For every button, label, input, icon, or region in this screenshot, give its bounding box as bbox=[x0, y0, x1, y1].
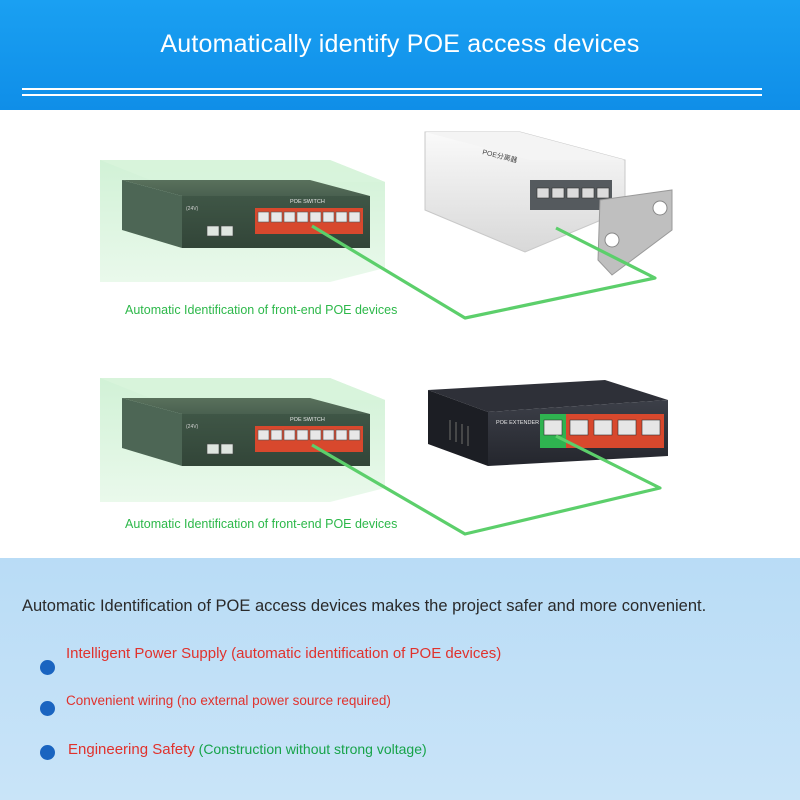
bottom-switch-label: POE SWITCH bbox=[290, 417, 325, 423]
top-switch-group: POE SWITCH (24V) bbox=[100, 160, 385, 282]
bottom-switch-side bbox=[122, 398, 182, 466]
bottom-cable bbox=[311, 434, 662, 536]
header-banner: Automatically identify POE access device… bbox=[0, 0, 800, 110]
page-title: Automatically identify POE access device… bbox=[160, 30, 640, 58]
bottom-switch-voltage: (24V) bbox=[186, 424, 199, 430]
bottom-glow-lid bbox=[100, 378, 385, 400]
extender-vents bbox=[449, 420, 469, 446]
illustration-area: POE SWITCH (24V) POE分离器 bbox=[0, 110, 800, 558]
top-switch-uplink-ports bbox=[206, 225, 234, 237]
feature-intelligent-power: Intelligent Power Supply (automatic iden… bbox=[66, 645, 502, 662]
features-section: Automatic Identification of POE access d… bbox=[0, 558, 800, 800]
bottom-caption: Automatic Identification of front-end PO… bbox=[125, 517, 398, 531]
top-switch-side bbox=[122, 180, 182, 248]
header-divider-bottom bbox=[22, 94, 762, 96]
top-outdoor-device: POE分离器 bbox=[424, 131, 673, 276]
outdoor-device-ports bbox=[536, 187, 610, 199]
feature-safety-label: Engineering Safety bbox=[68, 741, 195, 758]
bullet-3 bbox=[40, 745, 55, 760]
bottom-switch-uplink-ports bbox=[206, 443, 234, 455]
bracket-hole-right bbox=[652, 200, 668, 216]
extender-side bbox=[428, 390, 488, 466]
top-switch-label: POE SWITCH bbox=[290, 199, 325, 205]
bottom-switch-group: POE SWITCH (24V) bbox=[100, 378, 385, 502]
feature-convenient-wiring: Convenient wiring (no external power sou… bbox=[66, 693, 391, 708]
feature-engineering-safety: Engineering Safety (Construction without… bbox=[68, 741, 427, 758]
top-switch-ports bbox=[257, 211, 361, 223]
top-caption: Automatic Identification of front-end PO… bbox=[125, 303, 398, 317]
features-intro: Automatic Identification of POE access d… bbox=[22, 597, 707, 615]
bullet-2 bbox=[40, 701, 55, 716]
bracket-hole-left bbox=[604, 232, 620, 248]
top-switch-voltage: (24V) bbox=[186, 206, 199, 212]
illustration-svg: POE SWITCH (24V) POE分离器 bbox=[100, 131, 673, 536]
outdoor-device-lid bbox=[425, 132, 625, 160]
extender-label: POE EXTENDER bbox=[496, 420, 539, 426]
bullet-1 bbox=[40, 660, 55, 675]
top-cable bbox=[311, 224, 657, 320]
extender-ports bbox=[543, 419, 661, 436]
feature-safety-detail: (Construction without strong voltage) bbox=[194, 741, 427, 757]
bottom-switch-ports bbox=[257, 429, 361, 441]
top-switch-top bbox=[122, 180, 370, 196]
bottom-switch-top bbox=[122, 398, 370, 414]
poe-extender-device: POE EXTENDER bbox=[428, 380, 668, 466]
top-glow-lid bbox=[100, 160, 385, 182]
header-divider-top bbox=[22, 88, 762, 90]
